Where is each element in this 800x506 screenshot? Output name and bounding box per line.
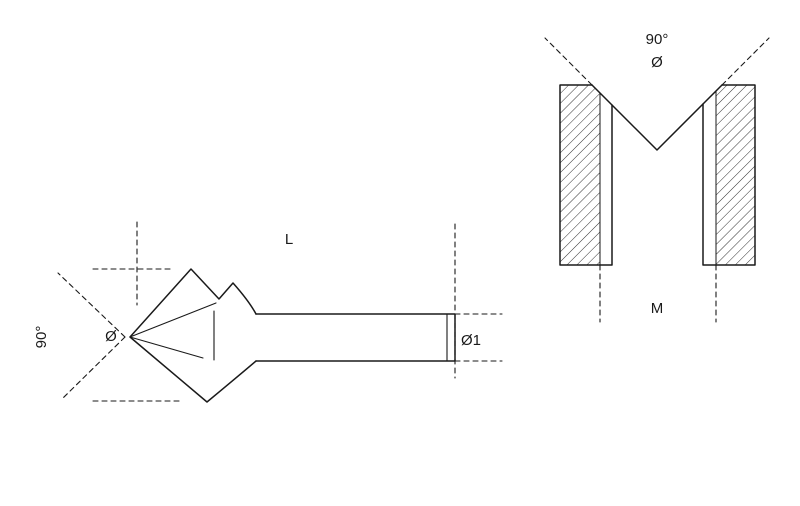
left-block-hatch bbox=[560, 85, 600, 265]
thread-size-label: M bbox=[651, 300, 664, 317]
length-label: L bbox=[285, 231, 293, 248]
section-diameter-label: Ø bbox=[651, 54, 663, 71]
shank-outline bbox=[255, 313, 456, 362]
shank-diameter-label: Ø1 bbox=[461, 332, 481, 349]
side-view-dimension-lines bbox=[57, 221, 503, 402]
left-block-outline bbox=[559, 84, 613, 266]
right-block-hatch bbox=[716, 85, 755, 265]
chamfer-extension-right bbox=[721, 37, 770, 86]
angle-line-lower bbox=[61, 336, 126, 400]
head-diameter-label: Ø bbox=[105, 328, 117, 345]
angle-label: 90° bbox=[33, 326, 50, 349]
countersink-side-view: L 90° Ø Ø1 bbox=[33, 221, 503, 403]
cutter-flute-lines bbox=[129, 302, 217, 361]
hole-section-view: 90° Ø M bbox=[544, 31, 770, 323]
chamfer-extension-left bbox=[544, 37, 593, 86]
cutter-head-outline bbox=[129, 268, 257, 403]
angle-line-upper bbox=[57, 272, 126, 338]
section-angle-label: 90° bbox=[646, 31, 669, 48]
section-view-dimension-lines bbox=[544, 37, 770, 323]
countersink-chamfer-v bbox=[591, 84, 723, 151]
right-block-outline bbox=[702, 84, 756, 266]
